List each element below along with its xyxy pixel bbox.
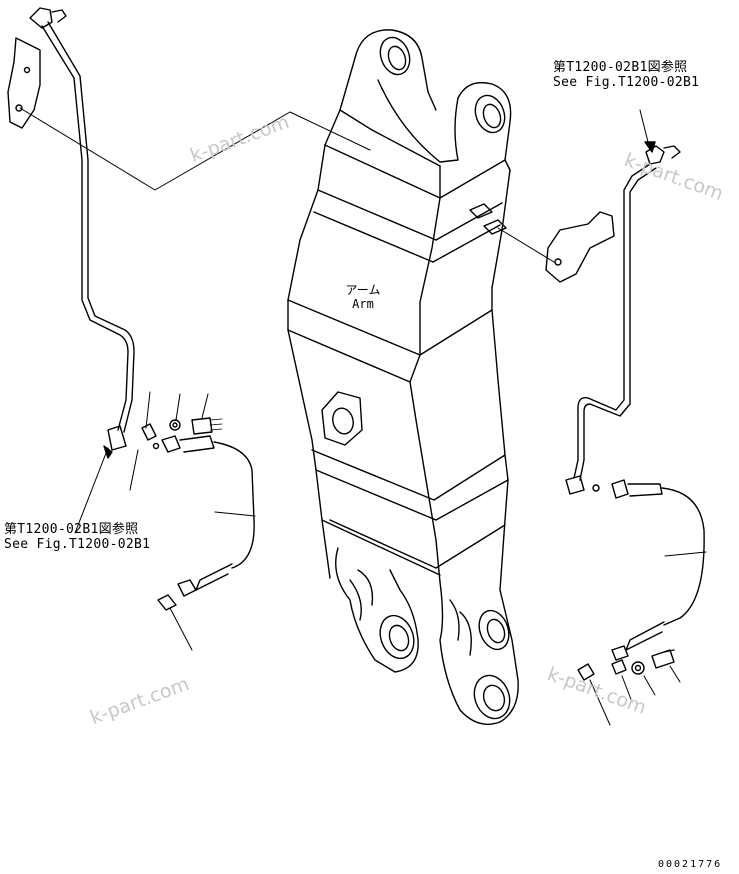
right-grease-pipe [469, 109, 681, 495]
arm-body [287, 29, 519, 725]
reference-jp-top-right: 第T1200-02B1図参照 [553, 60, 688, 75]
arm-label: アーム Arm [338, 283, 388, 311]
drawing-code: 00021776 [658, 859, 723, 870]
reference-en-top-right: See Fig.T1200-02B1 [553, 75, 700, 90]
arm-label-jp: アーム [345, 283, 381, 297]
reference-label-top-right: 第T1200-02B1図参照 See Fig.T1200-02B1 [553, 60, 699, 90]
right-hose-assembly [577, 479, 707, 726]
reference-label-bottom-left: 第T1200-02B1図参照 See Fig.T1200-02B1 [4, 522, 150, 552]
reference-en-bottom-left: See Fig.T1200-02B1 [4, 537, 151, 552]
left-grease-pipe [7, 7, 371, 534]
left-hose-assembly [129, 391, 256, 651]
arm-label-en: Arm [352, 297, 374, 311]
reference-jp-bottom-left: 第T1200-02B1図参照 [4, 522, 139, 537]
